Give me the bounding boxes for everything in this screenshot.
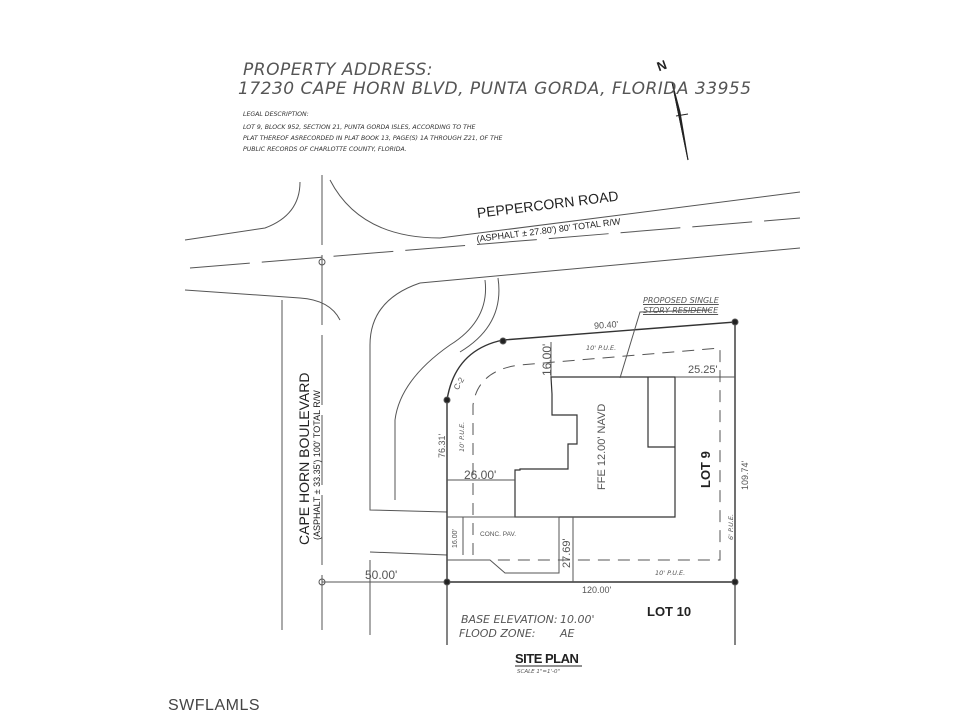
leader-line <box>619 309 713 379</box>
flood-zone-value: AE <box>560 627 575 640</box>
residence-label: STORY RESIDENCE <box>643 306 719 315</box>
north-arrow-icon <box>671 81 689 161</box>
easement-line <box>472 347 721 561</box>
conc-paving <box>447 516 560 574</box>
lot-corner <box>443 396 451 404</box>
lot-corner <box>499 337 507 345</box>
lot-corner <box>731 578 739 586</box>
flood-zone-label: FLOOD ZONE: <box>459 627 536 640</box>
legal-line: LOT 9, BLOCK 952, SECTION 21, PUNTA GORD… <box>243 124 476 131</box>
site-plan-title: SITE PLAN <box>515 651 579 666</box>
capehorn-east-edge <box>369 282 448 635</box>
lot-boundary <box>446 321 736 583</box>
property-address: 17230 CAPE HORN BLVD, PUNTA GORDA, FLORI… <box>238 79 752 99</box>
lot-10-label: LOT 10 <box>647 604 692 619</box>
legal-description-title: LEGAL DESCRIPTION: <box>243 111 309 118</box>
dim-road-offset: 50.00' <box>365 568 398 582</box>
lot-10-lines <box>446 582 736 645</box>
property-address-title: PROPERTY ADDRESS: <box>243 60 433 80</box>
easement-left: 10' P.U.E. <box>458 421 466 452</box>
cape-horn-road-detail: (ASPHALT ± 33.35') 100' TOTAL R/W <box>312 390 322 540</box>
lot-corner <box>443 578 451 586</box>
house-footprint <box>514 376 676 518</box>
dim-side-setback-left: 26.00' <box>464 468 497 482</box>
easement-top: 10' P.U.E. <box>586 344 617 352</box>
centerline-marker <box>318 258 326 266</box>
dim-front-setback: 16.00' <box>540 343 554 376</box>
dim-bottom: 120.00' <box>582 585 612 595</box>
legal-line: PUBLIC RECORDS OF CHARLOTTE COUNTY, FLOR… <box>243 146 407 153</box>
cape-horn-road-name: CAPE HORN BOULEVARD <box>296 372 312 545</box>
ffe-label: FFE 12.00' NAVD <box>596 403 608 490</box>
watermark: SWFLAMLS <box>168 697 261 714</box>
dim-left: 76.31' <box>437 433 447 458</box>
residence-label: PROPOSED SINGLE <box>643 296 719 305</box>
site-plan-scale: SCALE 1"=1'-0" <box>517 669 561 675</box>
dim-top: 90.40' <box>593 319 619 331</box>
easement-right: 6' P.U.E. <box>727 513 735 540</box>
peppercorn-centerline <box>189 217 801 269</box>
setback-lines <box>447 342 735 582</box>
base-elevation-value: 10.00' <box>560 613 595 626</box>
driveway-edge <box>394 277 500 500</box>
dim-right: 109.74' <box>740 460 750 490</box>
easement-bottom: 10' P.U.E. <box>655 569 686 577</box>
dim-side-setback-right: 25.25' <box>688 364 718 376</box>
lot-9-label: LOT 9 <box>698 451 713 488</box>
peppercorn-north-edge <box>184 179 801 241</box>
dim-rear-setback: 27.69' <box>561 538 573 568</box>
legal-line: PLAT THEREOF ASRECORDED IN PLAT BOOK 13,… <box>243 135 503 142</box>
base-elevation-label: BASE ELEVATION: <box>461 613 558 626</box>
dim-paving-width: 16.00' <box>452 529 459 548</box>
conc-paving-label: CONC. PAV. <box>480 531 517 538</box>
lot-corner <box>731 318 739 326</box>
